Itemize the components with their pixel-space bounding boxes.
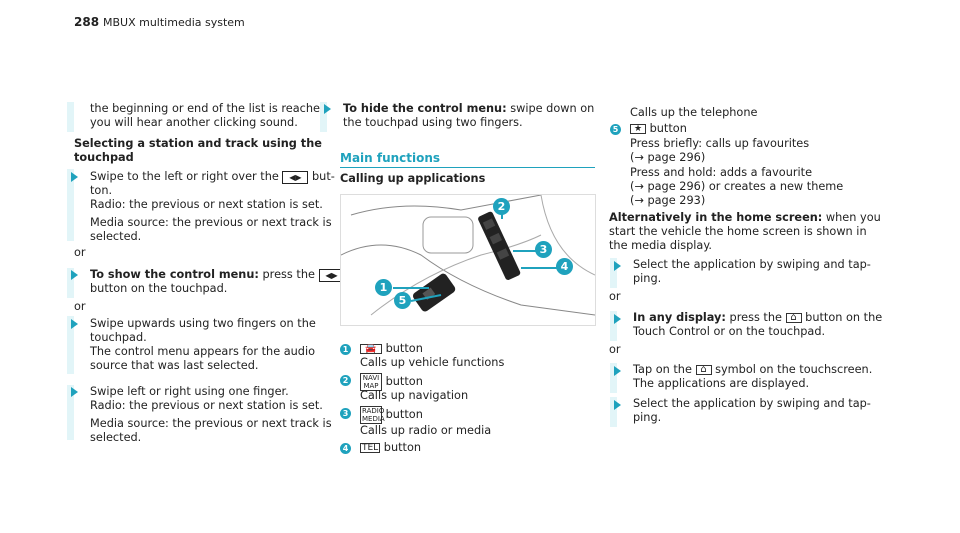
callout-4: 4 <box>556 258 573 275</box>
step-bar <box>610 363 617 393</box>
section-title-line-1: Selecting a station and track using the <box>74 137 322 150</box>
press-hold-1: Press and hold: adds a favourite <box>630 166 813 179</box>
star-icon: ★ <box>630 124 646 134</box>
step-bar <box>320 102 327 132</box>
continuation-bar <box>67 102 74 132</box>
step-c-line2: The applications are displayed. <box>633 377 810 390</box>
legend-num-3: 3 <box>340 408 351 419</box>
step-bar <box>610 258 617 288</box>
step-c-line1: Tap on the ⌂ symbol on the touchscreen. <box>633 363 873 376</box>
or-label: or <box>609 343 621 356</box>
step-arrow-icon <box>71 172 78 182</box>
step4-line2: Radio: the previous or next station is s… <box>90 399 323 412</box>
intro-line-1: the beginning or end of the list is reac… <box>90 102 328 115</box>
press-hold-3: (→ page 293) <box>630 194 706 207</box>
step-arrow-icon <box>614 366 621 376</box>
legend-item-1: 🚘 button <box>360 342 423 356</box>
tel-icon: TEL <box>360 443 381 453</box>
legend-desc-1: Calls up vehicle functions <box>360 356 505 369</box>
legend-num-5: 5 <box>610 124 621 135</box>
legend-num-4: 4 <box>340 443 351 454</box>
step-arrow-icon <box>324 104 331 114</box>
skip-button-icon: ◀▶ <box>282 170 309 184</box>
step-d-line2: ping. <box>633 411 662 424</box>
step1-line2: ton. <box>90 184 113 197</box>
step1-line1: Swipe to the left or right over the ◀▶ b… <box>90 170 335 184</box>
step4-line3: Media source: the previous or next track… <box>90 417 332 430</box>
step3-line4: source that was last selected. <box>90 359 259 372</box>
alt-line2: start the vehicle the home screen is sho… <box>609 225 867 238</box>
step-bar <box>610 311 617 341</box>
legend-item-5: ★ button <box>630 122 687 136</box>
home-icon: ⌂ <box>695 365 712 375</box>
step-b-line1: In any display: press the ⌂ button on th… <box>633 311 883 324</box>
legend-item-3: RADIO MEDIA button <box>360 406 423 424</box>
step2-line1: To show the control menu: press the ◀▶ <box>90 268 345 282</box>
console-drawing <box>340 194 596 316</box>
section-title-line-2: touchpad <box>74 151 134 164</box>
or-label: or <box>74 246 86 259</box>
step3-line1: Swipe upwards using two fingers on the <box>90 317 316 330</box>
step1-line5: selected. <box>90 230 142 243</box>
step2-line2: button on the touchpad. <box>90 282 228 295</box>
calls-up-telephone: Calls up the telephone <box>630 106 758 119</box>
touch-control-illustration <box>340 194 596 326</box>
step-arrow-icon <box>71 270 78 280</box>
step-bar <box>67 316 74 374</box>
alt-line1: Alternatively in the home screen: when y… <box>609 211 881 224</box>
press-briefly-1: Press briefly: calls up favourites <box>630 137 810 150</box>
step3-line3: The control menu appears for the audio <box>90 345 316 358</box>
home-icon: ⌂ <box>785 313 802 323</box>
legend-item-4: TEL button <box>360 441 422 454</box>
step-a-line1: Select the application by swiping and ta… <box>633 258 871 271</box>
step3-line2: touchpad. <box>90 331 147 344</box>
step4-line1: Swipe left or right using one finger. <box>90 385 289 398</box>
intro-line-2: you will hear another clicking sound. <box>90 116 298 129</box>
step-arrow-icon <box>614 261 621 271</box>
step-bar <box>610 397 617 427</box>
step-bar <box>67 385 74 440</box>
step1-line4: Media source: the previous or next track… <box>90 216 332 229</box>
page-header-title: MBUX multimedia system <box>103 16 245 29</box>
step-arrow-icon <box>614 314 621 324</box>
alt-line3: the media display. <box>609 239 713 252</box>
legend-desc-3: Calls up radio or media <box>360 424 492 437</box>
step-arrow-icon <box>71 319 78 329</box>
or-label: or <box>609 290 621 303</box>
main-functions-heading: Main functions <box>340 151 441 165</box>
press-briefly-2: (→ page 296) <box>630 151 706 164</box>
legend-item-2: NAVI MAP button <box>360 373 423 391</box>
step-a-line2: ping. <box>633 272 662 285</box>
heading-divider <box>340 167 595 168</box>
step-arrow-icon <box>614 400 621 410</box>
hide-menu-line1: To hide the control menu: swipe down on <box>343 102 595 115</box>
callout-1: 1 <box>375 279 392 296</box>
radio-media-icon: RADIO MEDIA <box>360 406 385 424</box>
legend-desc-2: Calls up navigation <box>360 389 469 402</box>
step-bar <box>67 268 74 298</box>
callout-2: 2 <box>493 198 510 215</box>
page-number: 288 <box>74 15 100 29</box>
legend-num-2: 2 <box>340 375 351 386</box>
step-b-line2: Touch Control or on the touchpad. <box>633 325 826 338</box>
step4-line4: selected. <box>90 431 142 444</box>
callout-3: 3 <box>535 241 552 258</box>
calling-up-applications-heading: Calling up applications <box>340 172 486 185</box>
step1-line3: Radio: the previous or next station is s… <box>90 198 323 211</box>
step-arrow-icon <box>71 387 78 397</box>
or-label: or <box>74 300 86 313</box>
callout-5: 5 <box>394 292 411 309</box>
press-hold-2: (→ page 296) or creates a new theme <box>630 180 844 193</box>
step-bar <box>67 169 74 241</box>
hide-menu-line2: the touchpad using two fingers. <box>343 116 523 129</box>
step-d-line1: Select the application by swiping and ta… <box>633 397 871 410</box>
car-icon: 🚘 <box>360 344 382 354</box>
legend-num-1: 1 <box>340 344 351 355</box>
